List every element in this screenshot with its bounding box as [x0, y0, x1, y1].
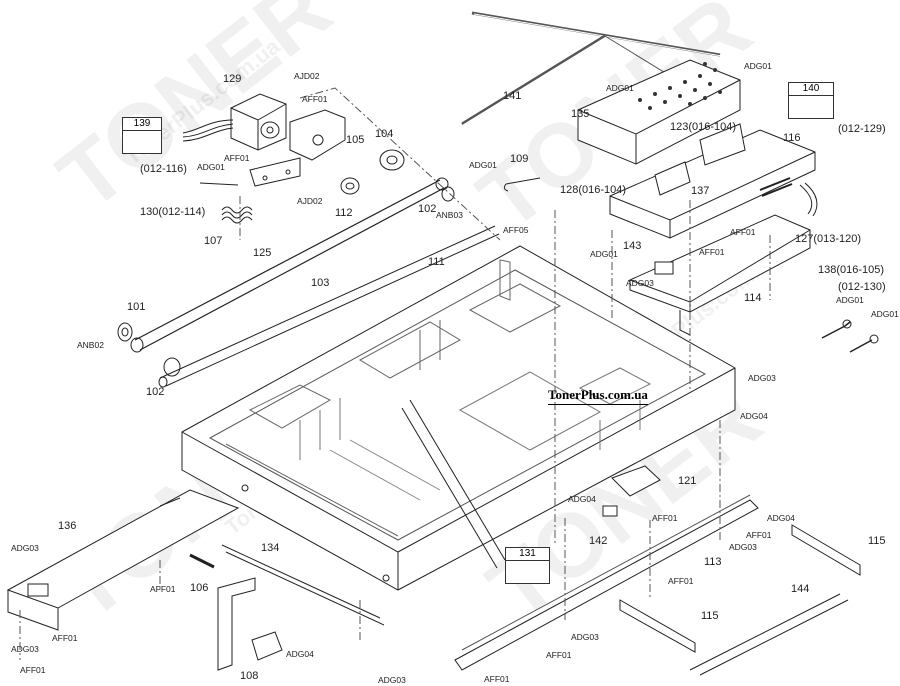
ref-code: ADG01: [590, 249, 618, 259]
ref-code: ADG03: [626, 278, 654, 288]
ref-code: ADG03: [11, 644, 39, 654]
part-label: 123(016-104): [670, 121, 737, 133]
part-label: (012-129): [838, 123, 886, 135]
ref-code: ANB03: [436, 210, 463, 220]
ref-code: ADG03: [571, 632, 599, 642]
ref-code: ADG04: [286, 649, 314, 659]
part-label: 137: [691, 185, 710, 197]
callout-box-140: 140: [788, 82, 834, 119]
part-label: 115: [701, 610, 719, 622]
part-label: 107: [204, 235, 223, 247]
ref-code: AFF01: [224, 153, 250, 163]
callout-number: 139: [123, 118, 161, 131]
part-label: 108: [240, 670, 259, 682]
part-label: 113: [704, 556, 722, 568]
ref-code: ADG03: [729, 542, 757, 552]
part-label: 112: [335, 207, 353, 219]
part-label: 136: [58, 520, 77, 532]
ref-code: ADG04: [568, 494, 596, 504]
ref-code: AFF01: [302, 94, 328, 104]
part-label: 143: [623, 240, 642, 252]
ref-code: AFF01: [746, 530, 772, 540]
site-label: TonerPlus.com.ua: [548, 387, 648, 405]
ref-code: AFF01: [546, 650, 572, 660]
part-label: 115: [868, 535, 886, 547]
part-label: 103: [311, 277, 330, 289]
ref-code: ADG03: [11, 543, 39, 553]
part-label: 104: [375, 128, 394, 140]
part-label: 106: [190, 582, 209, 594]
ref-code: AFF01: [668, 576, 694, 586]
part-label: 127(013-120): [795, 233, 862, 245]
ref-code: ADG03: [378, 675, 406, 685]
part-label: 121: [678, 475, 697, 487]
ref-code: ADG01: [744, 61, 772, 71]
ref-code: ADG04: [740, 411, 768, 421]
ref-code: ADG04: [767, 513, 795, 523]
ref-code: AFF01: [20, 665, 46, 675]
callout-number: 131: [506, 548, 549, 561]
ref-code: AFF01: [652, 513, 678, 523]
ref-code: AFF01: [484, 674, 510, 684]
part-label: 125: [253, 247, 272, 259]
ref-code: AFF05: [503, 225, 529, 235]
ref-code: ANB02: [77, 340, 104, 350]
part-label: 142: [589, 535, 608, 547]
ref-code: AJD02: [294, 71, 320, 81]
part-label: 114: [744, 292, 762, 304]
ref-code: ADG03: [748, 373, 776, 383]
ref-code: AJD02: [297, 196, 323, 206]
part-label: 134: [261, 542, 280, 554]
callout-box-139: 139: [122, 117, 162, 154]
callout-number: 140: [789, 83, 833, 96]
part-label: 128(016-104): [560, 184, 627, 196]
part-label: 109: [510, 153, 529, 165]
part-label: 141: [503, 90, 522, 102]
part-label: 111: [428, 256, 445, 268]
part-label: 116: [783, 132, 801, 144]
part-label: 144: [791, 583, 810, 595]
part-label: (012-116): [140, 163, 187, 175]
ref-code: ADG01: [469, 160, 497, 170]
ref-code: ADG01: [197, 162, 225, 172]
part-label: 138(016-105): [818, 264, 885, 276]
part-label: 102: [146, 386, 165, 398]
ref-code: ADG01: [836, 295, 864, 305]
callout-box-131: 131: [505, 547, 550, 584]
ref-code: AFF01: [52, 633, 78, 643]
part-label: (012-130): [838, 281, 886, 293]
ref-code: AFF01: [699, 247, 725, 257]
ref-code: ADG01: [606, 83, 634, 93]
part-label: 101: [127, 301, 146, 313]
ref-code: ADG01: [871, 309, 899, 319]
ref-code: AFF01: [730, 227, 756, 237]
part-label: 102: [418, 203, 437, 215]
part-label: 129: [223, 73, 242, 85]
part-label: 135: [571, 108, 590, 120]
ref-code: AFF01: [150, 584, 176, 594]
part-label: 130(012-114): [140, 206, 206, 218]
part-label: 105: [346, 134, 365, 146]
